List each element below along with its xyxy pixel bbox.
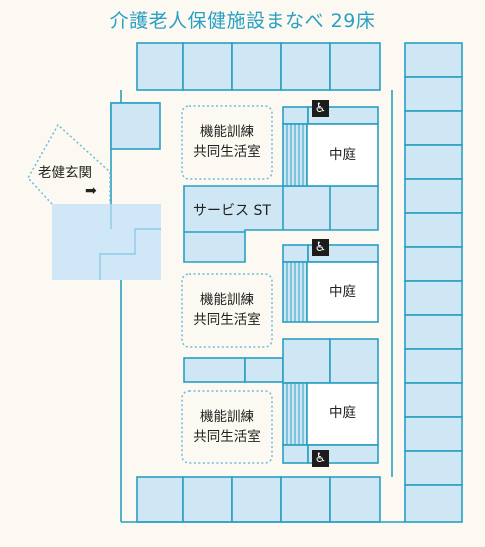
room <box>404 42 463 78</box>
room <box>404 314 463 350</box>
wheelchair-icon: ♿ <box>312 450 329 467</box>
room <box>136 42 184 91</box>
courtyard-label: 中庭 <box>329 147 356 163</box>
room <box>404 76 463 112</box>
service-station-label: サービス ST <box>193 203 271 219</box>
room <box>280 476 331 523</box>
wc-room <box>282 244 309 263</box>
room <box>329 476 381 523</box>
entrance-arrow-icon: ➡ <box>85 183 97 199</box>
training-room-label: 機能訓練 共同生活室 <box>193 409 261 445</box>
training-room-label: 機能訓練 共同生活室 <box>193 124 261 160</box>
courtyard-3 <box>282 338 379 464</box>
wheelchair-icon: ♿ <box>312 100 329 117</box>
room <box>404 246 463 282</box>
room <box>282 338 331 384</box>
courtyard-1 <box>282 106 379 187</box>
bottom-room-row <box>136 476 381 523</box>
wheelchair-icon: ♿ <box>312 239 329 256</box>
courtyard-label: 中庭 <box>329 405 356 421</box>
training-room-outline <box>181 273 273 348</box>
entrance-lobby <box>52 204 161 280</box>
room <box>404 484 463 523</box>
room <box>404 348 463 384</box>
room <box>404 450 463 486</box>
room <box>329 338 379 384</box>
room <box>231 476 282 523</box>
room <box>404 280 463 316</box>
right-room-column <box>404 42 463 523</box>
room <box>183 357 246 383</box>
facility-title: 介護老人保健施設まなべ 29床 <box>109 10 376 32</box>
courtyard-space <box>306 123 379 187</box>
room <box>404 416 463 452</box>
room <box>231 42 282 91</box>
courtyard-space <box>306 382 379 446</box>
training-room-outline <box>181 390 273 464</box>
room <box>404 212 463 248</box>
courtyard-label: 中庭 <box>329 284 356 300</box>
room <box>404 144 463 180</box>
room <box>280 42 331 91</box>
room <box>244 357 284 383</box>
room <box>404 110 463 146</box>
courtyard-space <box>306 261 379 323</box>
entrance-canopy-outline <box>27 123 111 205</box>
room <box>182 476 233 523</box>
room <box>404 382 463 418</box>
training-room-outline <box>181 105 273 180</box>
top-room-row <box>136 42 381 91</box>
entrance-label: 老健玄関 <box>38 165 92 181</box>
training-room-label: 機能訓練 共同生活室 <box>193 292 261 328</box>
room <box>110 102 161 150</box>
room <box>329 42 381 91</box>
wc-room <box>282 444 309 464</box>
wc-room <box>282 106 309 125</box>
room <box>136 476 184 523</box>
room <box>182 42 233 91</box>
lobby-partition <box>99 228 161 280</box>
room <box>404 178 463 214</box>
